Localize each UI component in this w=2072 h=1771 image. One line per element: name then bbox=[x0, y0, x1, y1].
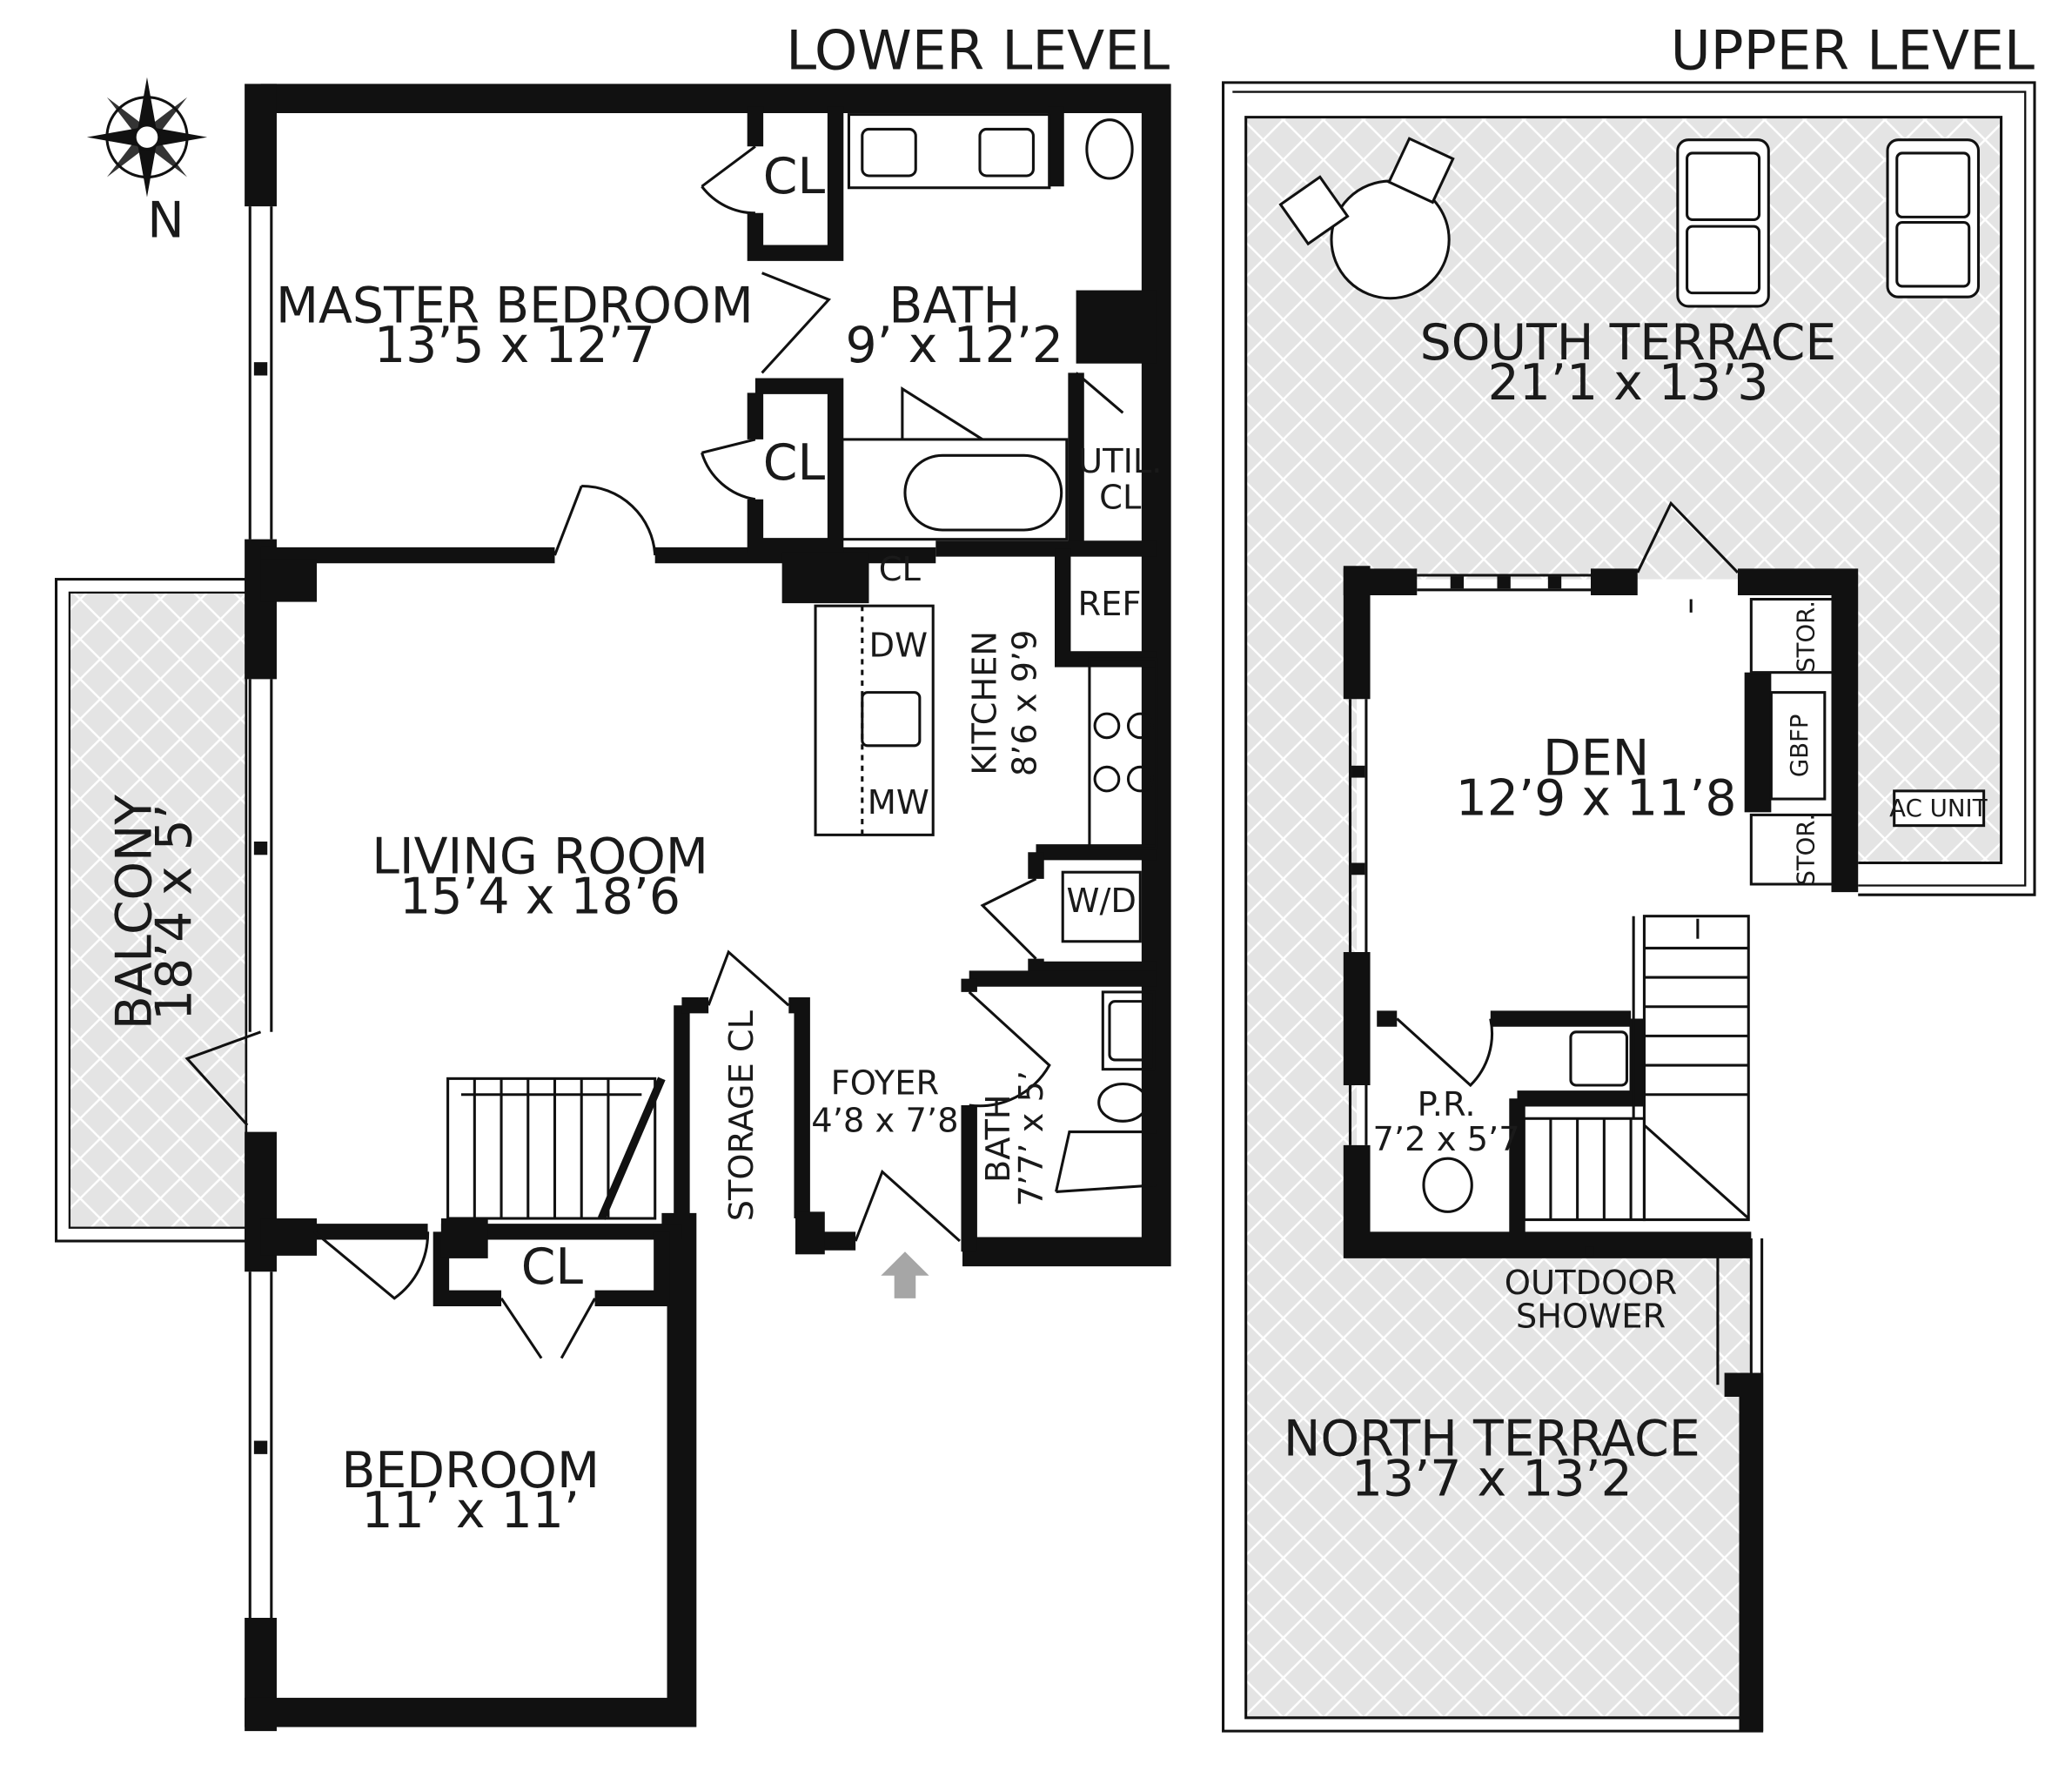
south-terrace-name: SOUTH TERRACE bbox=[1420, 314, 1837, 372]
ref-label: REF bbox=[1077, 585, 1141, 624]
compass-north-label: N bbox=[147, 191, 184, 249]
cl-kitchen-label: CL bbox=[879, 550, 922, 589]
balcony-size: 18’4 x 5’ bbox=[146, 803, 204, 1021]
gbfp-label: GBFP bbox=[1785, 714, 1814, 778]
cl-bedroom-label: CL bbox=[521, 1238, 584, 1296]
dw-label: DW bbox=[869, 626, 929, 665]
bath-main-name: BATH bbox=[888, 277, 1020, 334]
kitchen-name: KITCHEN bbox=[965, 631, 1004, 775]
north-terrace-size: 13’7 x 13’2 bbox=[1351, 1450, 1633, 1507]
stor-2-label: STOR. bbox=[1791, 814, 1820, 886]
util-label: UTIL. bbox=[1078, 442, 1162, 481]
lower-level: LOWER LEVEL N bbox=[54, 19, 1171, 1732]
outdoor-shower-label-2: SHOWER bbox=[1516, 1298, 1666, 1337]
storage-cl-label: STORAGE CL bbox=[722, 1010, 761, 1221]
den-name: DEN bbox=[1543, 730, 1649, 788]
util-cl-label: CL bbox=[1099, 479, 1142, 518]
balcony-name: BALCONY bbox=[105, 795, 163, 1030]
lower-level-title: LOWER LEVEL bbox=[786, 19, 1170, 83]
north-terrace-name: NORTH TERRACE bbox=[1284, 1410, 1700, 1467]
master-bedroom-size: 13’5 x 12’7 bbox=[374, 317, 655, 374]
powder-room-size: 7’2 x 5’7 bbox=[1372, 1120, 1519, 1159]
upper-level-title: UPPER LEVEL bbox=[1671, 19, 2035, 83]
kitchen-size: 8’6 x 9’9 bbox=[1005, 630, 1044, 777]
south-terrace-size: 21’1 x 13’3 bbox=[1488, 354, 1769, 412]
wd-label: W/D bbox=[1067, 882, 1137, 921]
ac-unit-label: AC UNIT bbox=[1889, 794, 1988, 822]
living-room-name: LIVING ROOM bbox=[372, 828, 708, 886]
balcony bbox=[54, 578, 248, 1243]
cl-master-1-label: CL bbox=[763, 148, 826, 205]
outdoor-shower-label-1: OUTDOOR bbox=[1505, 1264, 1677, 1303]
shower-icon bbox=[1585, 1246, 1594, 1258]
foyer-size: 4’8 x 7’8 bbox=[811, 1102, 958, 1141]
stor-1-label: STOR. bbox=[1791, 600, 1820, 673]
living-room-size: 15’4 x 18’6 bbox=[399, 869, 681, 926]
compass-rose-icon bbox=[86, 77, 208, 198]
upper-level: UPPER LEVEL bbox=[1222, 19, 2036, 1733]
entry-arrow-icon bbox=[881, 1251, 929, 1298]
bath-small-size: 7’7’ x 5’ bbox=[1012, 1070, 1051, 1206]
cl-master-2-label: CL bbox=[763, 434, 826, 492]
master-bedroom-name: MASTER BEDROOM bbox=[276, 277, 754, 334]
bath-main-size: 9’ x 12’2 bbox=[846, 317, 1064, 374]
powder-room-name: P.R. bbox=[1418, 1085, 1476, 1124]
bath-small-name: BATH bbox=[979, 1094, 1018, 1183]
bedroom-size: 11’ x 11’ bbox=[361, 1482, 580, 1540]
den-size: 12’9 x 11’8 bbox=[1456, 770, 1737, 828]
mw-label: MW bbox=[868, 783, 929, 822]
bedroom-name: BEDROOM bbox=[341, 1442, 600, 1499]
foyer-name: FOYER bbox=[831, 1064, 940, 1104]
